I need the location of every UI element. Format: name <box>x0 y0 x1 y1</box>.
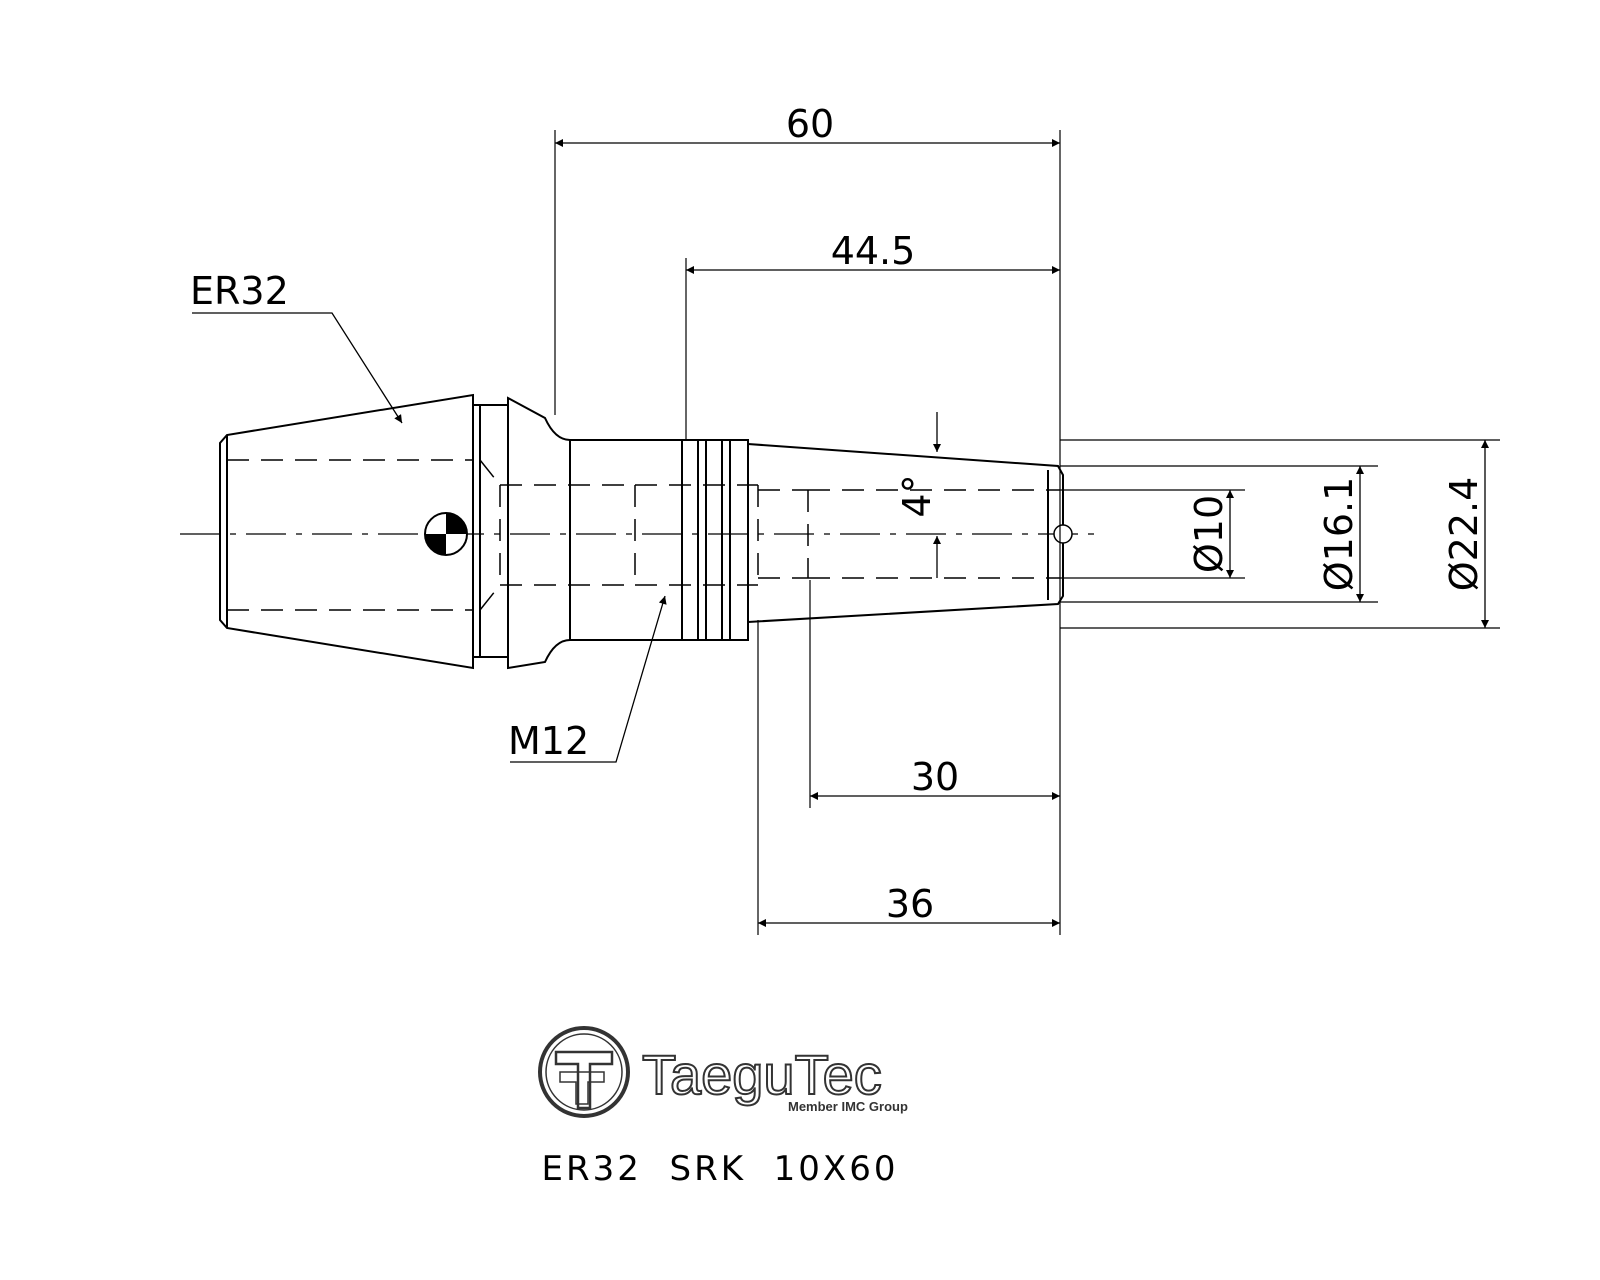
leaders <box>192 312 667 763</box>
taegutec-logo: TaeguTec Member IMC Group <box>538 1026 908 1118</box>
dimension-lines <box>555 139 1489 927</box>
hidden-lines <box>227 459 1060 611</box>
dim-taper-length: 44.5 <box>831 229 916 273</box>
dim-overall-length: 60 <box>786 102 834 146</box>
dim-bore-diameter: Ø10 <box>1187 495 1231 573</box>
dim-tip-diameter: Ø16.1 <box>1317 477 1361 592</box>
part-title: ER32 SRK 10X60 <box>542 1149 899 1189</box>
center-symbol-left <box>424 512 468 556</box>
extension-lines <box>554 130 1500 935</box>
dim-body-diameter: Ø22.4 <box>1442 477 1486 592</box>
callout-thread: M12 <box>508 719 589 763</box>
leader-er32 <box>192 312 403 424</box>
dim-bore-depth: 30 <box>911 755 959 799</box>
leader-m12 <box>510 595 667 763</box>
center-symbol-right <box>1053 524 1073 544</box>
logo-brand: TaeguTec <box>642 1043 882 1106</box>
callout-collet-type: ER32 <box>190 269 289 313</box>
dim-taper-angle: 4° <box>895 474 939 517</box>
dim-tip-length: 36 <box>886 882 934 926</box>
logo-tagline: Member IMC Group <box>788 1099 908 1114</box>
